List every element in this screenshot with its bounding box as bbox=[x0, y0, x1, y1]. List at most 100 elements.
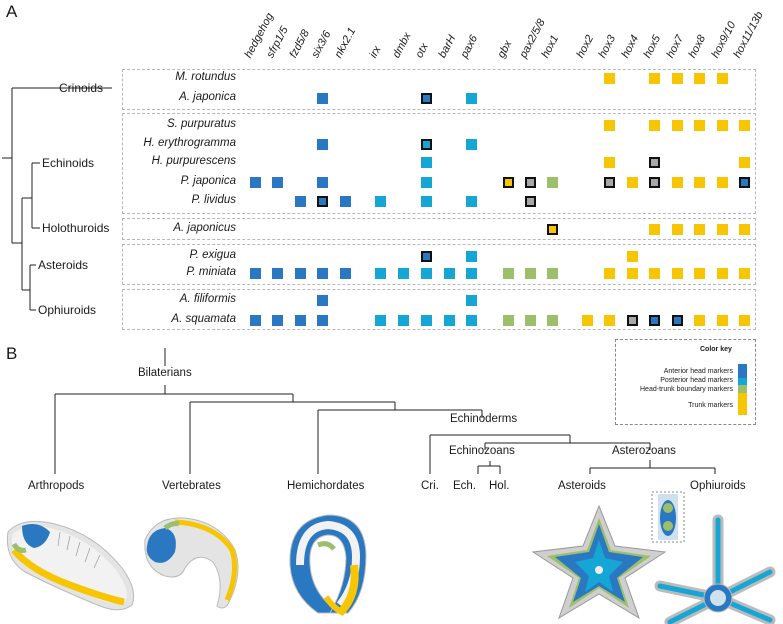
expression-cell bbox=[466, 315, 477, 326]
key-swatch-anterior bbox=[738, 364, 747, 378]
taxon-ophiuroids: Ophiuroids bbox=[690, 480, 746, 492]
expression-cell bbox=[604, 177, 615, 188]
clade-ophiuroids: Ophiuroids bbox=[38, 303, 97, 317]
key-swatch-posterior bbox=[738, 378, 747, 385]
expression-cell bbox=[672, 315, 683, 326]
color-key-title: Color key bbox=[700, 346, 732, 353]
expression-cell bbox=[739, 120, 750, 131]
expression-cell bbox=[375, 268, 386, 279]
key-swatch-trunk bbox=[738, 393, 747, 415]
panel-b-tree bbox=[54, 348, 716, 474]
gene-header: hox11/13b bbox=[731, 9, 766, 60]
expression-cell bbox=[649, 73, 660, 84]
expression-cell bbox=[694, 224, 705, 235]
expression-cell bbox=[398, 315, 409, 326]
panel-a-tree bbox=[2, 87, 112, 311]
expression-cell bbox=[398, 268, 409, 279]
expression-cell bbox=[317, 93, 328, 104]
expression-cell bbox=[466, 295, 477, 306]
expression-cell bbox=[466, 251, 477, 262]
expression-cell bbox=[717, 73, 728, 84]
species-label: S. purpuratus bbox=[166, 118, 236, 130]
gene-header: hox7 bbox=[664, 33, 687, 60]
taxon-arthropods: Arthropods bbox=[28, 480, 85, 492]
species-label: P. miniata bbox=[186, 266, 236, 278]
panel-b-label: B bbox=[6, 344, 18, 363]
echinozoans-label: Echinozoans bbox=[449, 445, 515, 457]
gene-header: otx bbox=[413, 41, 431, 60]
expression-cell bbox=[466, 268, 477, 279]
expression-cell bbox=[547, 268, 558, 279]
asterozoans-label: Asterozoans bbox=[612, 445, 676, 457]
species-label: P. lividus bbox=[191, 194, 236, 206]
expression-cell bbox=[250, 177, 261, 188]
key-label-anterior: Anterior head markers bbox=[663, 368, 733, 375]
expression-cell bbox=[582, 315, 593, 326]
crinoid-box bbox=[122, 69, 756, 110]
clade-crinoids: Crinoids bbox=[59, 81, 104, 95]
key-swatch-boundary bbox=[738, 385, 747, 393]
species-label: A. japonica bbox=[179, 91, 236, 103]
species-label: H. purpurescens bbox=[151, 155, 236, 167]
expression-cell bbox=[250, 315, 261, 326]
gene-header: fzd5/8 bbox=[287, 27, 313, 60]
expression-cell bbox=[503, 315, 514, 326]
expression-cell bbox=[272, 315, 283, 326]
expression-cell bbox=[717, 315, 728, 326]
taxon-vertebrates: Vertebrates bbox=[162, 480, 221, 492]
gene-header: gbx bbox=[495, 38, 515, 60]
expression-cell bbox=[672, 268, 683, 279]
ophiuroid-illustration bbox=[651, 491, 776, 624]
expression-cell bbox=[694, 120, 705, 131]
expression-cell bbox=[272, 177, 283, 188]
gene-header: hox8 bbox=[686, 33, 709, 60]
expression-cell bbox=[717, 120, 728, 131]
expression-cell bbox=[604, 268, 615, 279]
expression-cell bbox=[739, 157, 750, 168]
expression-cell bbox=[340, 268, 351, 279]
clade-asteroids: Asteroids bbox=[38, 258, 89, 272]
hemichordate-illustration bbox=[289, 514, 367, 616]
expression-cell bbox=[739, 315, 750, 326]
expression-cell bbox=[649, 157, 660, 168]
expression-cell bbox=[694, 315, 705, 326]
holothuroid-box bbox=[122, 218, 756, 240]
expression-cell bbox=[421, 93, 432, 104]
expression-cell bbox=[317, 268, 328, 279]
expression-cell bbox=[604, 315, 615, 326]
expression-cell bbox=[694, 73, 705, 84]
key-label-boundary: Head-trunk boundary markers bbox=[640, 386, 733, 393]
taxon-crinoids-abbrev: Cri. bbox=[421, 480, 439, 492]
expression-cell bbox=[421, 251, 432, 262]
taxon-echinoids-abbrev: Ech. bbox=[453, 480, 477, 492]
species-label: A. japonicus bbox=[173, 222, 236, 234]
echinoid-box bbox=[122, 113, 756, 214]
expression-cell bbox=[739, 224, 750, 235]
expression-cell bbox=[649, 120, 660, 131]
expression-cell bbox=[421, 315, 432, 326]
expression-cell bbox=[317, 295, 328, 306]
expression-cell bbox=[649, 224, 660, 235]
expression-cell bbox=[525, 177, 536, 188]
gene-header: hox4 bbox=[619, 33, 642, 60]
expression-cell bbox=[466, 93, 477, 104]
vertebrate-illustration bbox=[144, 517, 239, 609]
arthropod-illustration bbox=[6, 520, 135, 611]
gene-header: nkx2.1 bbox=[332, 25, 359, 60]
expression-cell bbox=[739, 268, 750, 279]
expression-cell bbox=[627, 268, 638, 279]
expression-cell bbox=[317, 315, 328, 326]
asteroid-illustration bbox=[531, 504, 667, 620]
gene-header: irx bbox=[367, 44, 384, 60]
key-label-trunk: Trunk markers bbox=[688, 402, 733, 409]
species-label: H. erythrogramma bbox=[143, 137, 236, 149]
expression-cell bbox=[739, 177, 750, 188]
expression-cell bbox=[672, 120, 683, 131]
expression-cell bbox=[375, 196, 386, 207]
expression-cell bbox=[547, 315, 558, 326]
species-label: A. squamata bbox=[171, 313, 236, 325]
expression-cell bbox=[250, 268, 261, 279]
clade-echinoids: Echinoids bbox=[42, 156, 95, 170]
expression-cell bbox=[547, 177, 558, 188]
expression-cell bbox=[503, 268, 514, 279]
